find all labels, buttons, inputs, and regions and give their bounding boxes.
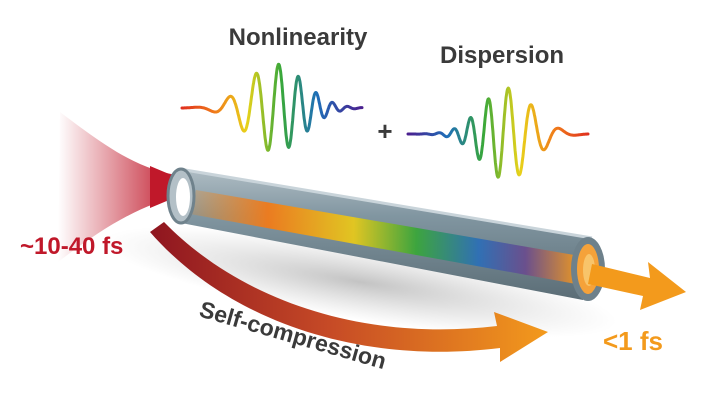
hollow-capillary-fiber-icon (166, 167, 605, 301)
nonlinearity-label: Nonlinearity (229, 24, 368, 51)
self-compression-arrow (150, 222, 548, 362)
output-duration-label: <1 fs (603, 326, 663, 356)
dispersion-label: Dispersion (440, 42, 564, 69)
output-arrow-icon (588, 262, 686, 310)
input-beam (58, 112, 182, 262)
dispersion-pulse-icon (406, 86, 590, 179)
input-duration-label: ~10-40 fs (20, 233, 123, 260)
dispersion-wave-trace (406, 86, 590, 179)
plus-sign: + (377, 116, 392, 146)
nonlinearity-wave-trace (180, 62, 364, 152)
nonlinearity-pulse-icon (180, 62, 364, 152)
fiber-shadow (103, 226, 617, 338)
